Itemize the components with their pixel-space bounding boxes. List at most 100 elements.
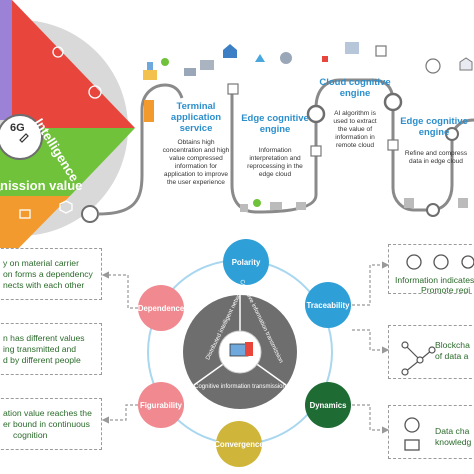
right-box-dynamics: Data cha knowledg	[388, 405, 474, 459]
right-box-line: Information indicates	[395, 275, 474, 285]
right-box-line: Data cha	[435, 426, 470, 436]
stage1-desc: concentration and high	[163, 147, 230, 154]
orange-segment	[0, 196, 70, 255]
node-dependence	[138, 285, 184, 331]
pipeline-node	[445, 127, 459, 141]
wheel-diagram	[138, 239, 351, 467]
left-box-figurability: n has different values ing transmitted a…	[0, 323, 102, 375]
stage1-title: application	[171, 112, 221, 123]
convergence-label: Convergence	[214, 440, 264, 449]
center-6g-badge	[0, 114, 43, 160]
traceability-label: Traceability	[307, 301, 351, 310]
green-segment-lower	[0, 146, 118, 196]
node-traceability	[305, 282, 351, 328]
left-box-line: ing transmitted and	[3, 344, 77, 354]
robot-icon	[404, 198, 414, 208]
stage2-desc: Information	[259, 147, 292, 154]
triangle-graphic	[0, 0, 135, 255]
stage1-title: Terminal	[177, 101, 216, 112]
blockchain-icon	[401, 341, 436, 376]
pipeline-node	[306, 104, 326, 124]
stage1-desc: information for	[175, 163, 218, 170]
history-icon	[404, 417, 420, 433]
left-box-line: n has different values	[3, 333, 85, 343]
drone-icon	[240, 204, 248, 212]
figurability-label: Figurability	[140, 401, 183, 410]
connectors	[101, 261, 390, 434]
left-box-line: y on material carrier	[3, 258, 79, 268]
stage3-desc: remote cloud	[336, 142, 374, 149]
stage3-title: Cloud cognitive	[319, 77, 390, 88]
device-icon	[19, 209, 31, 219]
stage3-desc: AI algorithm is	[334, 110, 376, 117]
stage3-title: engine	[340, 88, 371, 99]
stage1-title: service	[180, 123, 213, 134]
right-box-polarity: Information indicates Promote regi	[388, 244, 474, 294]
wifi-icon	[280, 52, 292, 64]
drone-icon	[270, 202, 282, 210]
cloud-icon	[406, 254, 422, 270]
stage2-desc: reprocessing in the	[247, 163, 303, 170]
stage2-title: Edge cognitive	[241, 113, 309, 124]
dynamics-label: Dynamics	[310, 401, 348, 410]
shield-icon	[59, 200, 73, 214]
stage3-desc: used to extract	[333, 118, 376, 125]
robot-arm-icon	[200, 60, 214, 70]
shield-check-icon	[255, 54, 265, 62]
phone-icon	[245, 342, 253, 356]
right-box-line: of data a	[435, 351, 469, 361]
junction-box-icon	[387, 139, 399, 151]
server-icon	[345, 42, 359, 54]
pipeline-node	[383, 92, 403, 112]
left-box-line: ation value reaches the	[3, 408, 92, 418]
polarity-label: Polarity	[232, 258, 261, 267]
left-box-line: nects with each other	[3, 280, 85, 290]
gear-icon	[425, 58, 441, 74]
stage3-desc: information in	[335, 134, 375, 141]
microchip-icon	[375, 45, 387, 57]
node-figurability	[138, 382, 184, 428]
camera-icon	[223, 44, 237, 58]
ev-icon	[161, 58, 169, 66]
right-box-line: knowledg	[435, 437, 472, 447]
right-box-line: Blockcha	[435, 340, 470, 350]
chart-icon	[404, 439, 420, 451]
right-box-line: Promote regi	[421, 285, 471, 294]
left-box-convergence: ation value reaches the er bound in cont…	[0, 398, 102, 450]
pipeline-start-node	[81, 205, 99, 223]
left-box-dependence: y on material carrier on forms a depende…	[0, 248, 102, 300]
right-box-traceability: Blockcha of data a	[388, 325, 474, 379]
robot-icon	[458, 198, 468, 208]
stage1-desc: the user experience	[167, 179, 225, 186]
node-polarity	[223, 239, 269, 285]
6g-label: 6G	[10, 122, 25, 134]
network-icon	[88, 85, 102, 99]
purple-segment	[0, 0, 12, 120]
tree-icon	[253, 199, 261, 207]
stage4-title: Edge cognitive	[400, 116, 468, 127]
stage2-desc: edge cloud	[259, 171, 292, 178]
left-box-line: d by different people	[3, 355, 81, 365]
sad-face-icon	[433, 254, 449, 270]
pen-icon	[19, 133, 29, 143]
pipeline-node	[426, 203, 440, 217]
stage2-title: engine	[260, 124, 291, 135]
stage1-desc: value compressed	[169, 155, 223, 162]
red-segment	[12, 0, 135, 128]
stage4-desc: Refine and compress	[405, 150, 468, 157]
stage3-desc: the value of	[338, 126, 372, 133]
left-box-line: cognition	[13, 430, 48, 440]
junction-box-icon	[310, 145, 322, 157]
junction-box-icon	[227, 83, 239, 95]
buildings-icon	[143, 70, 157, 80]
stage1-desc: Obtains high	[177, 139, 214, 146]
left-box-line: er bound in continuous	[3, 419, 90, 429]
node-dynamics	[305, 382, 351, 428]
node-convergence	[216, 421, 262, 467]
transmission-value-label: nission value	[0, 178, 82, 193]
hub-text-transmission: Cognitive information transmission	[194, 384, 286, 390]
server-rack-icon	[144, 100, 154, 122]
stage4-desc: data in edge cloud	[409, 158, 463, 165]
stage1-desc: application to improve	[164, 171, 228, 178]
antenna-icon	[52, 46, 64, 58]
